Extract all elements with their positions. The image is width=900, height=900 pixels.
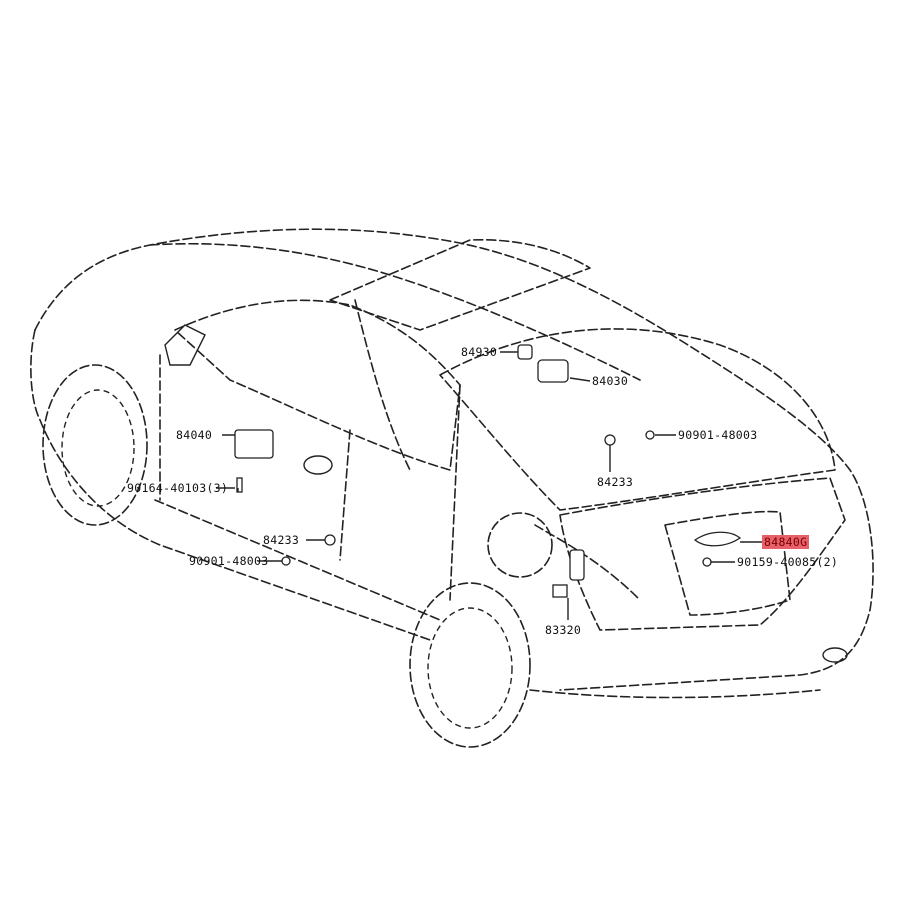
part-83320 (552, 549, 585, 598)
part-84040 (234, 429, 274, 459)
part-screw (236, 477, 243, 493)
part-84030 (537, 359, 569, 383)
callout-label: 84233 (263, 533, 300, 547)
callout-label: 84040 (176, 428, 213, 442)
callout-label-highlighted: 84840G (762, 535, 810, 549)
callout-label: 84030 (592, 374, 629, 388)
part-84930 (517, 344, 533, 360)
callout-label: 84930 (461, 345, 498, 359)
callout-label: 90164-40103(3) (127, 481, 229, 495)
callout-label: 83320 (545, 623, 582, 637)
part-84840G (693, 531, 742, 567)
part-84233-upper (604, 430, 655, 446)
callout-label: 84233 (597, 475, 634, 489)
callout-label: 90159-40085(2) (737, 555, 839, 569)
callout-label: 90901-48003 (678, 428, 758, 442)
callout-label: 90901-48003 (189, 554, 269, 568)
